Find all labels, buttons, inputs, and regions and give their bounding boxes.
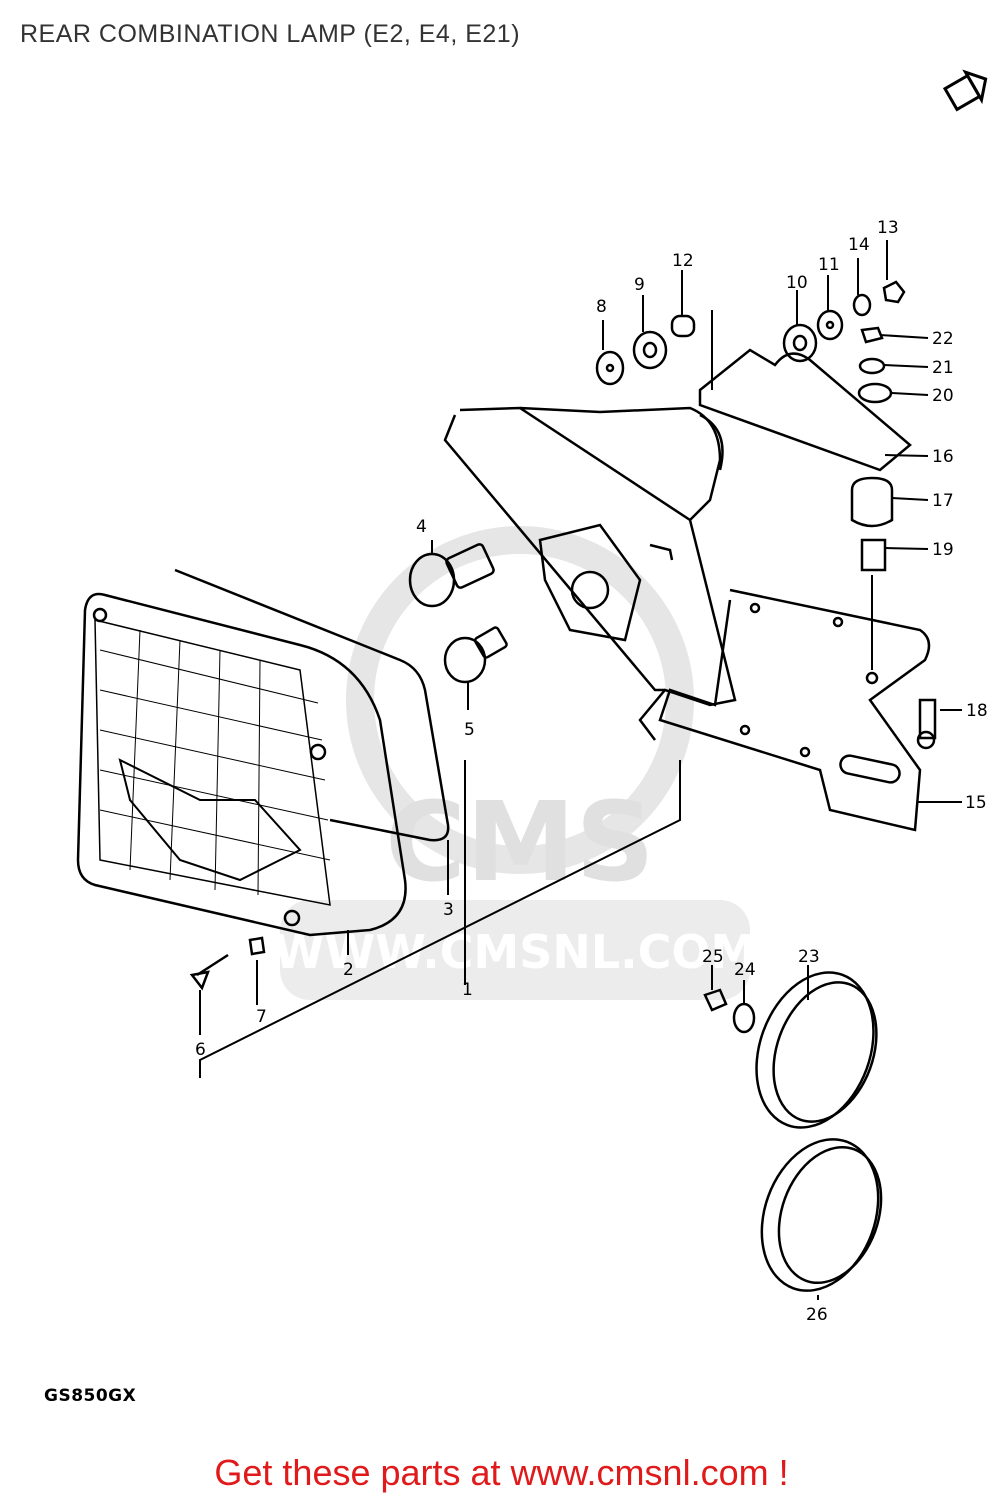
callout-4: 4 — [416, 517, 427, 537]
callout-20: 20 — [932, 386, 954, 406]
callout-23: 23 — [798, 947, 820, 967]
callout-15: 15 — [965, 793, 987, 813]
lens-drawing — [76, 592, 407, 937]
page-title: REAR COMBINATION LAMP (E2, E4, E21) — [20, 20, 521, 48]
callout-1: 1 — [462, 980, 473, 1000]
callout-16: 16 — [932, 447, 954, 467]
upper-bracket-drawing — [698, 348, 912, 472]
callout-11: 11 — [818, 255, 840, 275]
model-code: GS850GX — [44, 1386, 137, 1406]
gasket-drawing — [174, 568, 450, 842]
callout-14: 14 — [848, 235, 870, 255]
bracket-drawing — [658, 588, 931, 832]
callout-19: 19 — [932, 540, 954, 560]
watermark-brand: CMS — [385, 778, 654, 906]
callouts: 1 2 3 4 5 6 7 8 9 10 11 12 13 14 15 16 1… — [195, 218, 988, 1325]
front-direction-icon — [942, 69, 988, 112]
callout-2: 2 — [343, 960, 354, 980]
callout-12: 12 — [672, 251, 694, 271]
callout-13: 13 — [877, 218, 899, 238]
cover-26-drawing — [760, 1138, 883, 1292]
callout-24: 24 — [734, 960, 756, 980]
callout-10: 10 — [786, 273, 808, 293]
small-parts-drawing — [189, 280, 937, 1034]
callout-6: 6 — [195, 1040, 206, 1060]
callout-18: 18 — [966, 701, 988, 721]
housing-drawing — [443, 406, 737, 741]
callout-17: 17 — [932, 491, 954, 511]
watermark: CMS WWW.CMSNL.COM — [274, 526, 757, 1000]
callout-8: 8 — [596, 297, 607, 317]
callout-25: 25 — [702, 947, 724, 967]
parts-diagram: CMS WWW.CMSNL.COM — [76, 69, 988, 1325]
callout-3: 3 — [443, 900, 454, 920]
callout-21: 21 — [932, 358, 954, 378]
leader-lines — [199, 240, 962, 1300]
cta-link[interactable]: Get these parts at www.cmsnl.com ! — [214, 1452, 789, 1493]
callout-5: 5 — [464, 720, 475, 740]
bulb-5-drawing — [443, 626, 508, 684]
callout-7: 7 — [256, 1007, 267, 1027]
cover-23-drawing — [755, 971, 878, 1129]
watermark-url: WWW.CMSNL.COM — [274, 925, 757, 979]
callout-26: 26 — [806, 1305, 828, 1325]
callout-22: 22 — [932, 329, 954, 349]
callout-9: 9 — [634, 275, 645, 295]
